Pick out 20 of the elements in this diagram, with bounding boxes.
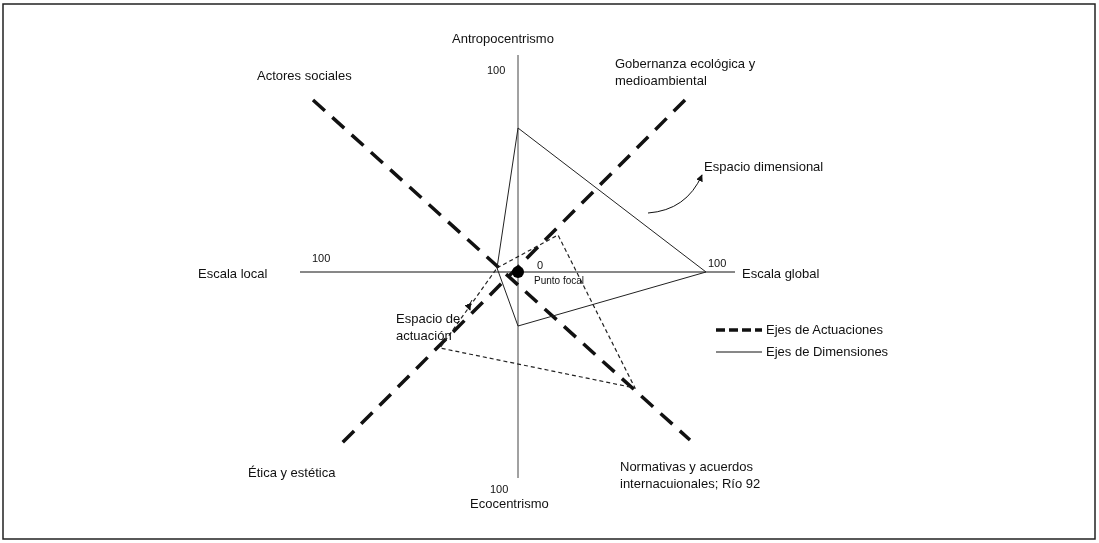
axis-title: Escala local	[198, 265, 269, 282]
leader-line	[647, 174, 703, 214]
scale-value: 100	[708, 256, 728, 271]
axis-title: Antropocentrismo	[452, 30, 555, 47]
scale-value: 100	[487, 63, 507, 78]
point-label: Punto focal	[534, 274, 586, 288]
axis-title: Actores sociales	[257, 67, 353, 84]
scale-value: 100	[490, 482, 510, 497]
axis-title: Escala global	[742, 265, 821, 282]
legend-label: Ejes de Dimensiones	[766, 343, 890, 360]
scale-value: 0	[537, 258, 545, 273]
scale-value: 100	[312, 251, 332, 266]
axis-title: Normativas y acuerdos internacuionales; Río 92	[620, 458, 762, 492]
node-label: Espacio dimensional	[704, 158, 825, 175]
axis-title: Ecocentrismo	[470, 495, 550, 512]
axis-title: Ética y estética	[248, 464, 337, 481]
leader-line	[464, 299, 473, 311]
node-label: Espacio de actuación	[396, 310, 462, 344]
axis-title: Gobernanza ecológica y medioambiental	[615, 55, 757, 89]
legend-label: Ejes de Actuaciones	[766, 321, 885, 338]
